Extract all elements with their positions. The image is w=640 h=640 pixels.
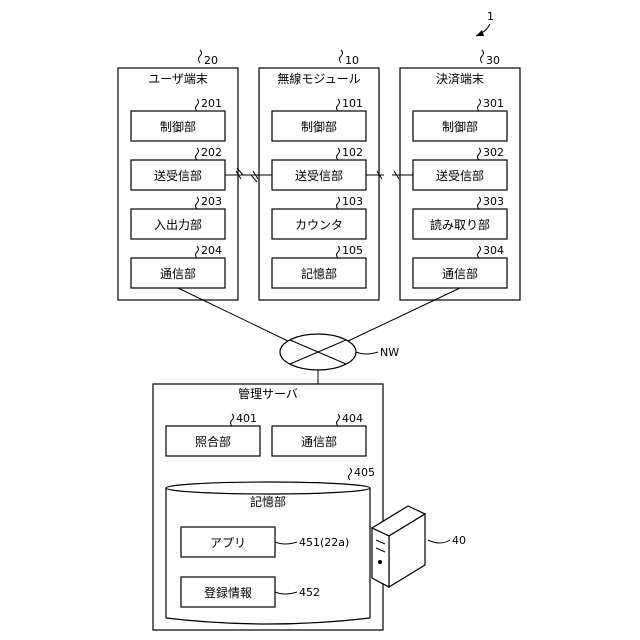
figure-ref: 1 xyxy=(487,10,494,23)
ref-303: 303 xyxy=(483,195,504,208)
ut-transceiver-label: 送受信部 xyxy=(154,168,202,183)
wireless-module-title: 無線モジュール xyxy=(277,71,360,86)
ref-202: 202 xyxy=(201,146,222,159)
wm-storage-label: 記憶部 xyxy=(301,266,337,281)
wm-transceiver-label: 送受信部 xyxy=(295,168,343,183)
ref-301: 301 xyxy=(483,97,504,110)
user-terminal-title: ユーザ端末 xyxy=(148,72,208,86)
ut-comm-label: 通信部 xyxy=(160,266,196,281)
ref-101: 101 xyxy=(342,97,363,110)
wireless-module-ref: 10 xyxy=(345,54,359,67)
ref-404: 404 xyxy=(342,412,363,425)
server-ref: 40 xyxy=(452,534,466,547)
registration-ref: 452 xyxy=(299,586,320,599)
payment-terminal: 決済端末 30 301 制御部 302 送受信部 303 読み取り部 304 通… xyxy=(400,50,520,300)
ref-105: 105 xyxy=(342,244,363,257)
network-ellipse xyxy=(280,334,356,370)
app-ref: 451(22a) xyxy=(299,536,349,549)
ref-405: 405 xyxy=(354,466,375,479)
ut-io-label: 入出力部 xyxy=(154,217,202,232)
app-label: アプリ xyxy=(210,536,246,550)
pt-transceiver-label: 送受信部 xyxy=(436,168,484,183)
wireless-module: 無線モジュール 10 101 制御部 102 送受信部 103 カウンタ 105… xyxy=(259,50,379,300)
figure-ref-arrowhead xyxy=(476,30,484,36)
server-comm-label: 通信部 xyxy=(301,434,337,449)
management-server: 管理サーバ 401 照合部 404 通信部 405 記憶部 アプリ 451(22… xyxy=(153,384,383,630)
nw-label: NW xyxy=(380,346,399,359)
ref-302: 302 xyxy=(483,146,504,159)
user-terminal-ref: 20 xyxy=(204,54,218,67)
pt-control-label: 制御部 xyxy=(442,119,478,134)
ref-102: 102 xyxy=(342,146,363,159)
registration-label: 登録情報 xyxy=(204,585,252,600)
ref-201: 201 xyxy=(201,97,222,110)
storage-label: 記憶部 xyxy=(250,494,286,509)
payment-terminal-title: 決済端末 xyxy=(436,71,484,86)
nw-leader xyxy=(356,352,378,354)
server-ref-leader xyxy=(428,540,450,543)
wm-counter-label: カウンタ xyxy=(295,218,343,232)
pt-reader-label: 読み取り部 xyxy=(430,217,490,232)
collation-label: 照合部 xyxy=(195,434,231,449)
ref-304: 304 xyxy=(483,244,504,257)
ref-203: 203 xyxy=(201,195,222,208)
wm-control-label: 制御部 xyxy=(301,119,337,134)
ref-204: 204 xyxy=(201,244,222,257)
ut-control-label: 制御部 xyxy=(160,119,196,134)
ref-103: 103 xyxy=(342,195,363,208)
server-title: 管理サーバ xyxy=(238,386,298,401)
payment-terminal-ref: 30 xyxy=(486,54,500,67)
user-terminal: ユーザ端末 20 201 制御部 202 送受信部 203 入出力部 204 通… xyxy=(118,50,238,300)
pt-comm-label: 通信部 xyxy=(442,266,478,281)
ref-401: 401 xyxy=(236,412,257,425)
